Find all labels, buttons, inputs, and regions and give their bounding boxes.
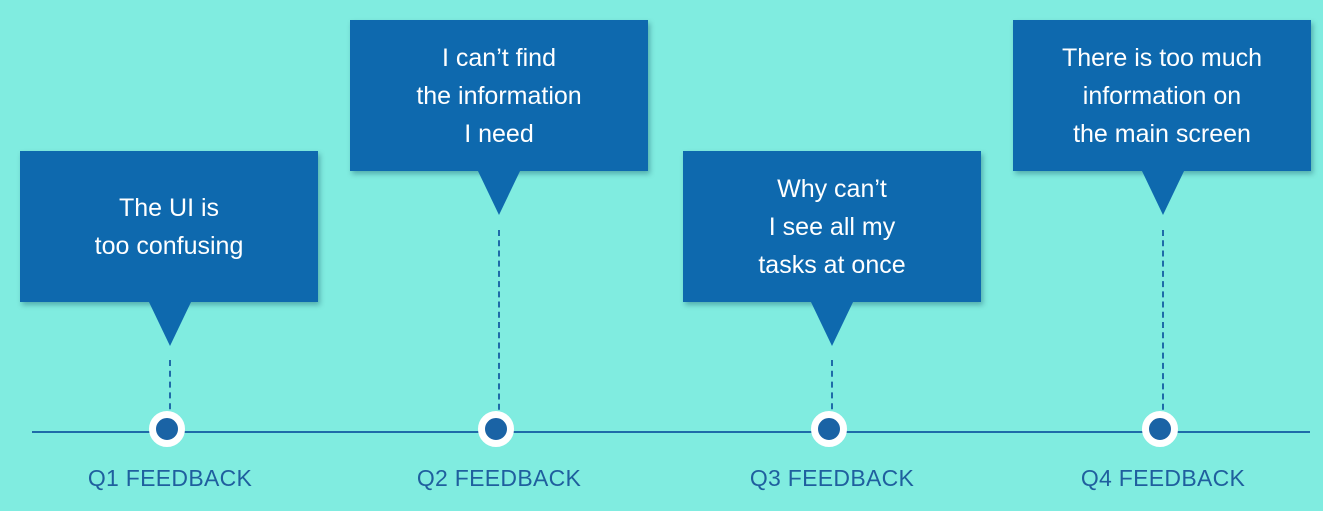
bubble-line: I see all my: [768, 212, 896, 241]
bubble-line: information on: [1082, 81, 1242, 110]
bubble-line: too confusing: [94, 231, 244, 260]
timeline-node-q3: [811, 411, 847, 447]
bubble-line: tasks at once: [758, 250, 906, 279]
timeline-axis: [32, 431, 1310, 433]
milestone-label-q4: Q4 FEEDBACK: [1080, 465, 1246, 491]
connector-q1: [169, 360, 171, 420]
timeline-node-q2: [478, 411, 514, 447]
bubble-text-q4: There is too much information on the mai…: [1062, 39, 1262, 153]
milestone-label-q1: Q1 FEEDBACK: [87, 465, 253, 491]
bubble-line: I need: [464, 119, 534, 148]
timeline-node-q1: [149, 411, 185, 447]
milestone-label-q2: Q2 FEEDBACK: [416, 465, 582, 491]
bubble-text-q3: Why can’t I see all my tasks at once: [758, 170, 905, 284]
bubble-line: the information: [416, 81, 582, 110]
bubble-line: The UI is: [118, 193, 220, 222]
connector-q3: [831, 360, 833, 420]
feedback-bubble-q1: The UI is too confusing: [20, 151, 318, 302]
bubble-line: There is too much: [1061, 43, 1263, 72]
feedback-bubble-q2: I can’t find the information I need: [350, 20, 648, 171]
bubble-pointer-q4: [1141, 169, 1185, 215]
connector-q4: [1162, 230, 1164, 420]
bubble-pointer-q1: [148, 300, 192, 346]
feedback-bubble-q4: There is too much information on the mai…: [1013, 20, 1311, 171]
bubble-line: I can’t find: [442, 43, 556, 72]
bubble-text-q2: I can’t find the information I need: [416, 39, 581, 153]
feedback-bubble-q3: Why can’t I see all my tasks at once: [683, 151, 981, 302]
bubble-line: Why can’t: [777, 174, 887, 203]
timeline-node-q4: [1142, 411, 1178, 447]
bubble-pointer-q3: [810, 300, 854, 346]
milestone-label-q3: Q3 FEEDBACK: [749, 465, 915, 491]
bubble-line: the main screen: [1073, 119, 1251, 148]
bubble-text-q1: The UI is too confusing: [95, 189, 244, 265]
bubble-pointer-q2: [477, 169, 521, 215]
connector-q2: [498, 230, 500, 420]
